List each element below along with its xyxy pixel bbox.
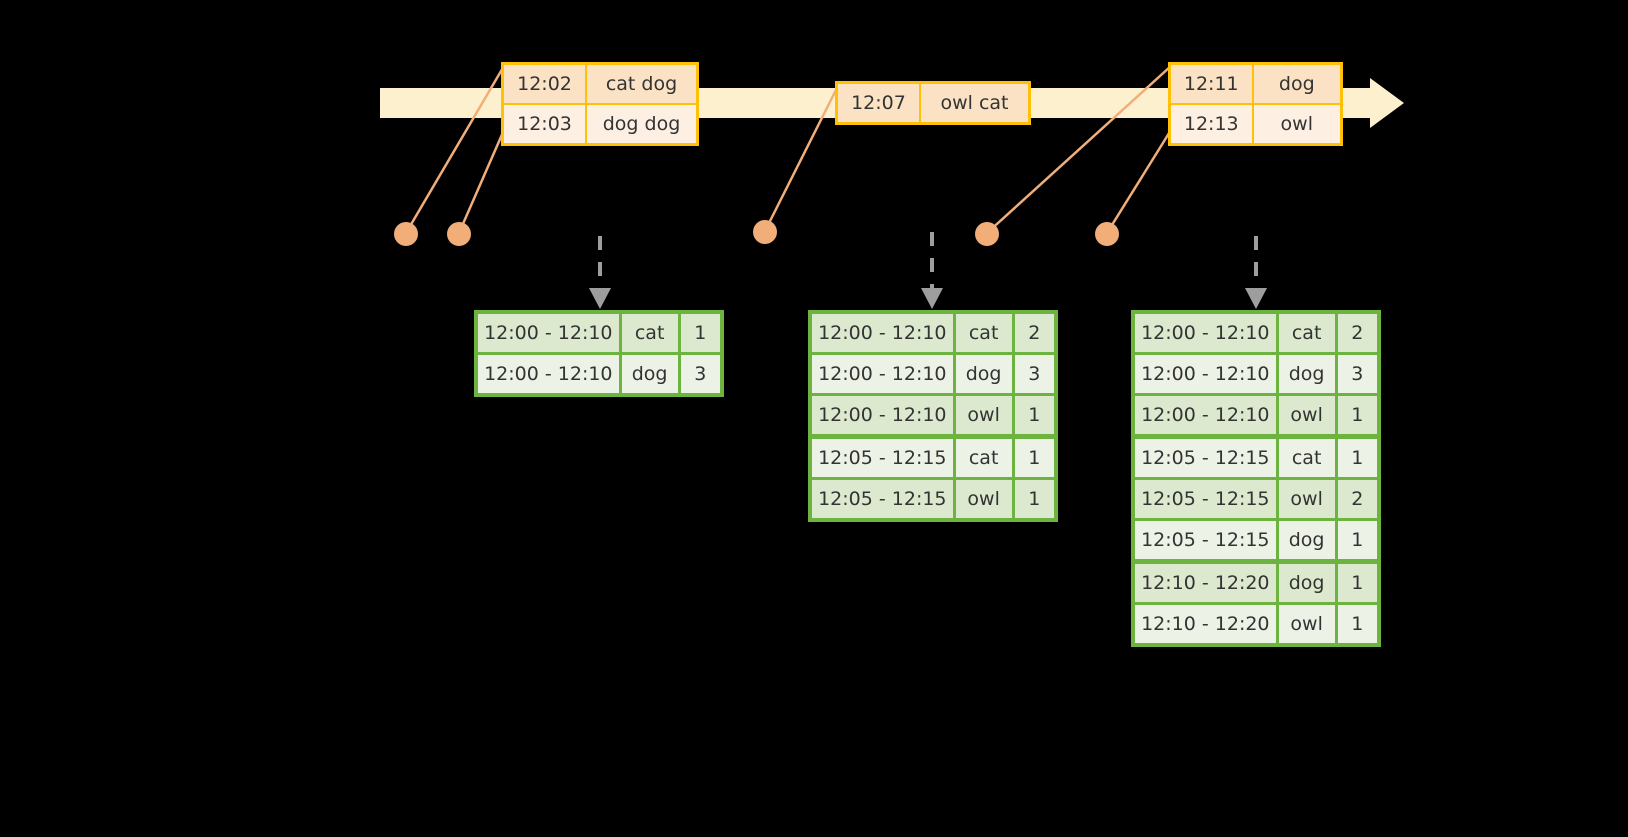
- count-cell: 3: [1337, 355, 1377, 393]
- event-dot-2: [447, 222, 471, 246]
- window-cell: 12:00 - 12:10: [478, 314, 622, 352]
- event-dot-1: [394, 222, 418, 246]
- event-time: 12:03: [504, 105, 587, 143]
- key-cell: dog: [621, 355, 681, 393]
- window-cell: 12:05 - 12:15: [1135, 480, 1279, 518]
- event-group-1[interactable]: 12:02 cat dog 12:03 dog dog: [501, 62, 699, 146]
- event-time: 12:07: [838, 84, 921, 122]
- emit-arrow-head-3: [1245, 288, 1267, 309]
- event-dot-5: [1095, 222, 1119, 246]
- window-cell: 12:05 - 12:15: [1135, 521, 1279, 559]
- connector-line-2: [457, 129, 506, 234]
- key-cell: cat: [1278, 439, 1338, 477]
- count-cell: 2: [1014, 314, 1054, 352]
- event-group-3[interactable]: 12:11 dog 12:13 owl: [1168, 62, 1343, 146]
- key-cell: cat: [955, 314, 1015, 352]
- event-row[interactable]: 12:02 cat dog: [504, 65, 696, 103]
- count-cell: 1: [1337, 605, 1377, 643]
- count-cell: 1: [1014, 396, 1054, 434]
- event-group-2[interactable]: 12:07 owl cat: [835, 81, 1031, 125]
- window-cell: 12:05 - 12:15: [812, 480, 956, 518]
- emit-arrow-head-1: [589, 288, 611, 309]
- event-dot-3: [753, 220, 777, 244]
- count-cell: 1: [1337, 564, 1377, 602]
- key-cell: dog: [1278, 355, 1338, 393]
- emit-arrow-head-2: [921, 288, 943, 309]
- count-cell: 2: [1337, 480, 1377, 518]
- key-cell: cat: [955, 439, 1015, 477]
- event-text: dog dog: [587, 105, 696, 143]
- event-text: owl: [1253, 105, 1340, 143]
- key-cell: owl: [955, 396, 1015, 434]
- event-text: owl cat: [920, 84, 1028, 122]
- count-cell: 1: [1337, 439, 1377, 477]
- event-text: dog: [1253, 65, 1340, 103]
- key-cell: owl: [1278, 396, 1338, 434]
- window-cell: 12:00 - 12:10: [478, 355, 622, 393]
- window-cell: 12:00 - 12:10: [812, 314, 956, 352]
- count-cell: 1: [680, 314, 720, 352]
- window-cell: 12:00 - 12:10: [812, 355, 956, 393]
- key-cell: dog: [1278, 521, 1338, 559]
- event-dot-4: [975, 222, 999, 246]
- window-cell: 12:00 - 12:10: [812, 396, 956, 434]
- count-cell: 2: [1337, 314, 1377, 352]
- key-cell: dog: [955, 355, 1015, 393]
- window-cell: 12:00 - 12:10: [1135, 396, 1279, 434]
- key-cell: owl: [1278, 605, 1338, 643]
- event-row[interactable]: 12:11 dog: [1171, 65, 1340, 103]
- count-cell: 1: [1014, 439, 1054, 477]
- connector-line-5: [1105, 129, 1173, 234]
- event-row[interactable]: 12:13 owl: [1171, 103, 1340, 143]
- event-time: 12:11: [1171, 65, 1254, 103]
- count-cell: 1: [1014, 480, 1054, 518]
- event-time: 12:13: [1171, 105, 1254, 143]
- event-row[interactable]: 12:07 owl cat: [838, 84, 1028, 122]
- window-cell: 12:05 - 12:15: [812, 439, 956, 477]
- window-cell: 12:10 - 12:20: [1135, 564, 1279, 602]
- event-row[interactable]: 12:03 dog dog: [504, 103, 696, 143]
- timeline-arrow-icon: [1370, 78, 1404, 128]
- count-cell: 1: [1337, 396, 1377, 434]
- key-cell: cat: [621, 314, 681, 352]
- window-cell: 12:10 - 12:20: [1135, 605, 1279, 643]
- window-cell: 12:00 - 12:10: [1135, 314, 1279, 352]
- event-text: cat dog: [587, 65, 696, 103]
- count-cell: 1: [1337, 521, 1377, 559]
- window-cell: 12:05 - 12:15: [1135, 439, 1279, 477]
- key-cell: cat: [1278, 314, 1338, 352]
- event-time: 12:02: [504, 65, 587, 103]
- key-cell: owl: [1278, 480, 1338, 518]
- count-cell: 3: [680, 355, 720, 393]
- key-cell: owl: [955, 480, 1015, 518]
- window-cell: 12:00 - 12:10: [1135, 355, 1279, 393]
- count-cell: 3: [1014, 355, 1054, 393]
- key-cell: dog: [1278, 564, 1338, 602]
